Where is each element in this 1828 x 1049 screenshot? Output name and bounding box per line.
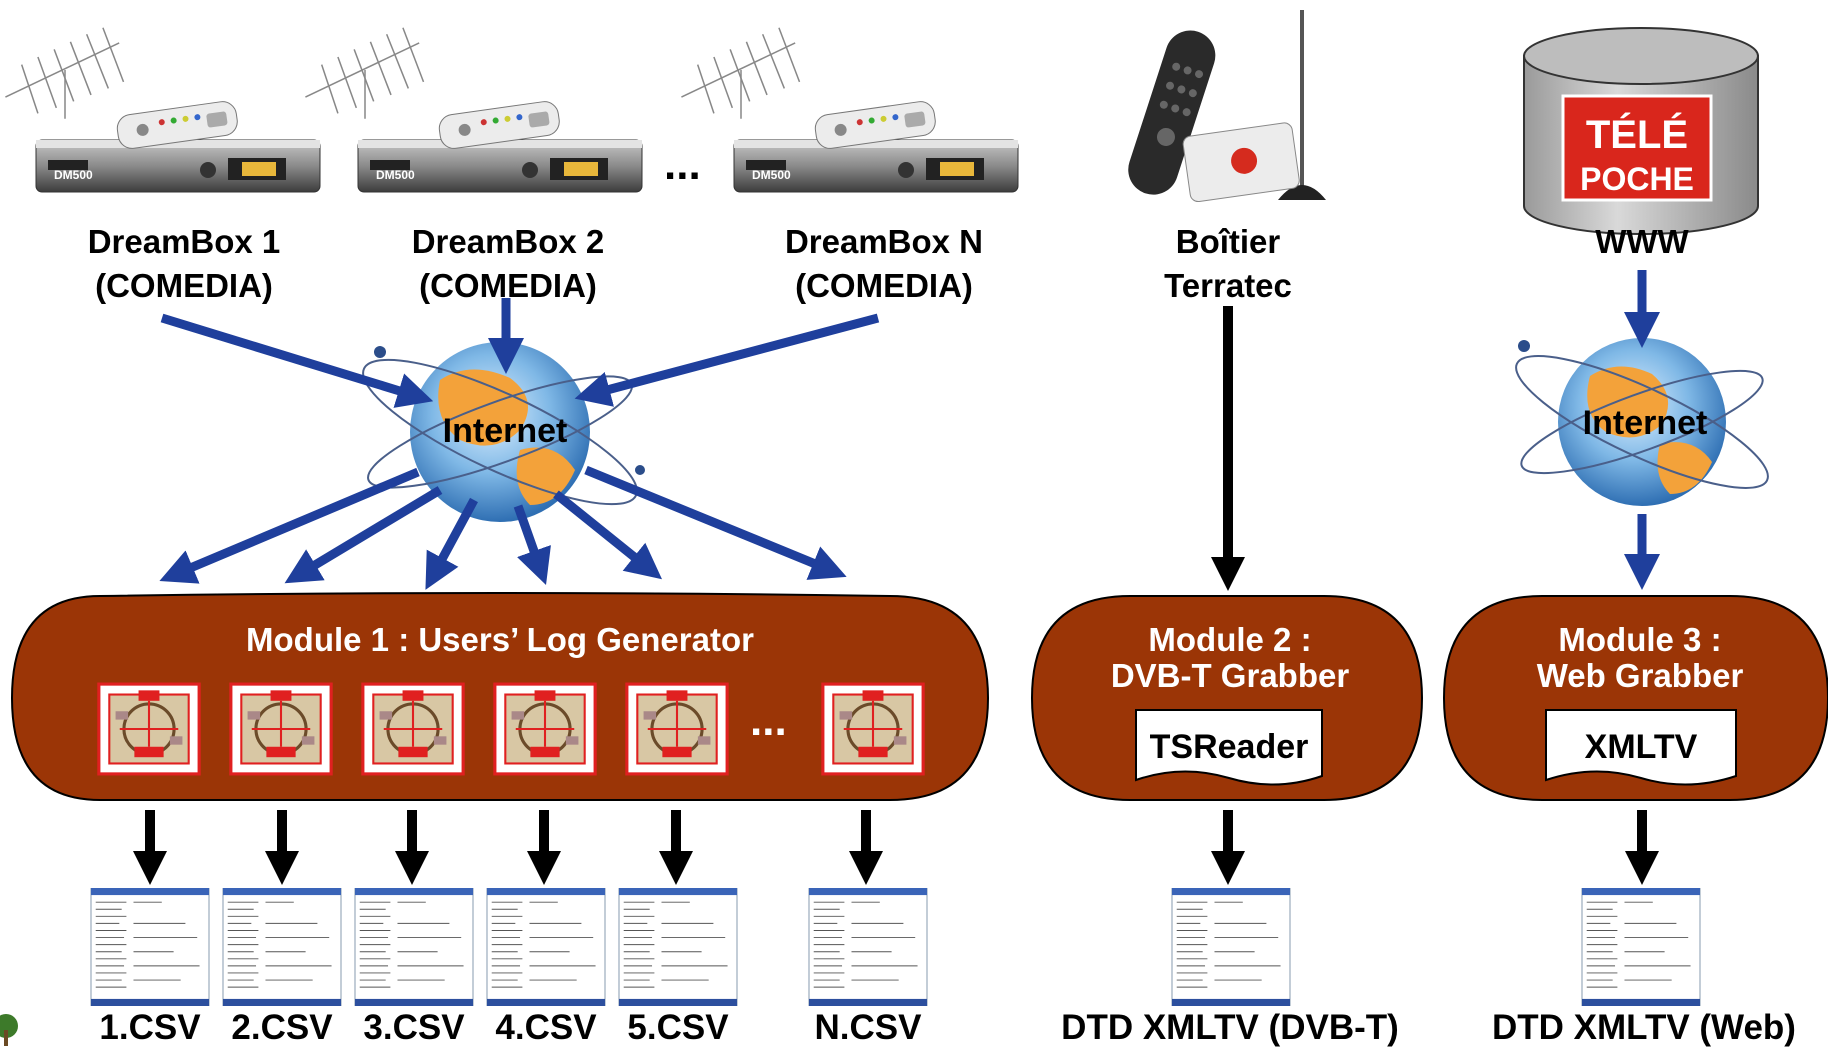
- module-1-ellipsis: ...: [750, 696, 787, 745]
- terratec-device-icon: [1128, 10, 1326, 203]
- module-2-shape: [1030, 595, 1424, 801]
- module-2-title-line-2: DVB-T Grabber: [1110, 657, 1350, 694]
- antenna-icon-n: [680, 26, 801, 120]
- web-output-label: DTD XMLTV (Web): [1492, 1008, 1796, 1047]
- dvbt-output-label: DTD XMLTV (DVB-T): [1061, 1008, 1399, 1047]
- arrow-dreambox1-to-internet: [160, 313, 434, 408]
- internet-left-label: Internet: [442, 412, 568, 450]
- dreambox-2-label: DreamBox 2 (COMEDIA): [368, 220, 648, 308]
- csv-3-file-icon: [354, 888, 474, 1006]
- csv-n-file-icon: [808, 888, 928, 1006]
- module-3-title-line-1: Module 3 :: [1558, 621, 1722, 658]
- internet-right-label: Internet: [1582, 404, 1708, 442]
- log-generator-icon-2: [229, 682, 333, 776]
- csv-5-label: 5.CSV: [627, 1008, 729, 1047]
- module-3-title: Module 3 : Web Grabber: [1470, 622, 1810, 694]
- dreambox-2-name: DreamBox 2: [411, 223, 605, 260]
- csv-3-label: 3.CSV: [363, 1008, 465, 1047]
- arrow-dreambox-n-to-internet: [574, 313, 880, 407]
- internet-globe-left-icon: [362, 342, 645, 522]
- module-3-title-line-2: Web Grabber: [1536, 657, 1744, 694]
- csv-1-file-icon: [90, 888, 210, 1006]
- dreambox-n-label: DreamBox N (COMEDIA): [744, 220, 1024, 308]
- dvbt-xmltv-file-icon: [1171, 888, 1291, 1006]
- module-1-title: Module 1 : Users’ Log Generator: [246, 621, 754, 658]
- tree-icon: [0, 1014, 18, 1046]
- arrow-internet-to-log-1: [159, 467, 420, 584]
- dreambox-ellipsis: ...: [664, 140, 701, 189]
- log-generator-icon-1: [97, 682, 201, 776]
- csv-5-file-icon: [618, 888, 738, 1006]
- dreambox-1-label: DreamBox 1 (COMEDIA): [44, 220, 324, 308]
- log-generator-icon-5: [625, 682, 729, 776]
- csv-4-label: 4.CSV: [495, 1008, 597, 1047]
- csv-2-label: 2.CSV: [231, 1008, 333, 1047]
- dreambox-n-subtitle: (COMEDIA): [795, 267, 973, 304]
- arrow-internet-to-log-3: [425, 497, 478, 590]
- antenna-icon-2: [304, 26, 425, 120]
- internet-globe-right-icon: [1515, 338, 1769, 506]
- www-database-icon: [1523, 27, 1759, 235]
- dreambox-1-brand-logo: DM500: [54, 168, 93, 182]
- dreambox-1-subtitle: (COMEDIA): [95, 267, 273, 304]
- dreambox-2-subtitle: (COMEDIA): [419, 267, 597, 304]
- dreambox-2-brand-logo: DM500: [376, 168, 415, 182]
- module-2-title: Module 2 : DVB-T Grabber: [1060, 622, 1400, 694]
- arrow-internet-to-log-n: [584, 465, 847, 580]
- csv-n-label: N.CSV: [814, 1008, 922, 1047]
- dreambox-1-name: DreamBox 1: [87, 223, 281, 260]
- tele-poche-logo-line-2: POCHE: [1580, 161, 1694, 197]
- arrow-internet-to-log-5: [553, 490, 663, 580]
- tsreader-box: [1135, 709, 1323, 786]
- terratec-label-line-2: Terratec: [1164, 267, 1292, 304]
- arrow-internet-to-log-2: [284, 486, 443, 584]
- module-2-tool-label: TSReader: [1149, 728, 1309, 766]
- log-generator-icon-4: [493, 682, 597, 776]
- xmltv-box: [1545, 709, 1737, 786]
- www-label: WWW: [1595, 223, 1689, 260]
- web-xmltv-file-icon: [1581, 888, 1701, 1006]
- csv-2-file-icon: [222, 888, 342, 1006]
- antenna-icon-1: [4, 26, 125, 120]
- csv-1-label: 1.CSV: [99, 1008, 201, 1047]
- module-2-title-line-1: Module 2 :: [1148, 621, 1312, 658]
- tele-poche-logo-line-1: TÉLÉ: [1586, 112, 1688, 157]
- dreambox-n-brand-logo: DM500: [752, 168, 791, 182]
- log-generator-icon-3: [361, 682, 465, 776]
- arrow-internet-to-log-4: [513, 504, 551, 585]
- dreambox-n-name: DreamBox N: [784, 223, 984, 260]
- csv-4-file-icon: [486, 888, 606, 1006]
- terratec-label-line-1: Boîtier: [1175, 223, 1281, 260]
- terratec-label: Boîtier Terratec: [1108, 220, 1348, 308]
- module-3-tool-label: XMLTV: [1584, 728, 1698, 766]
- log-generator-icon-n: [821, 682, 925, 776]
